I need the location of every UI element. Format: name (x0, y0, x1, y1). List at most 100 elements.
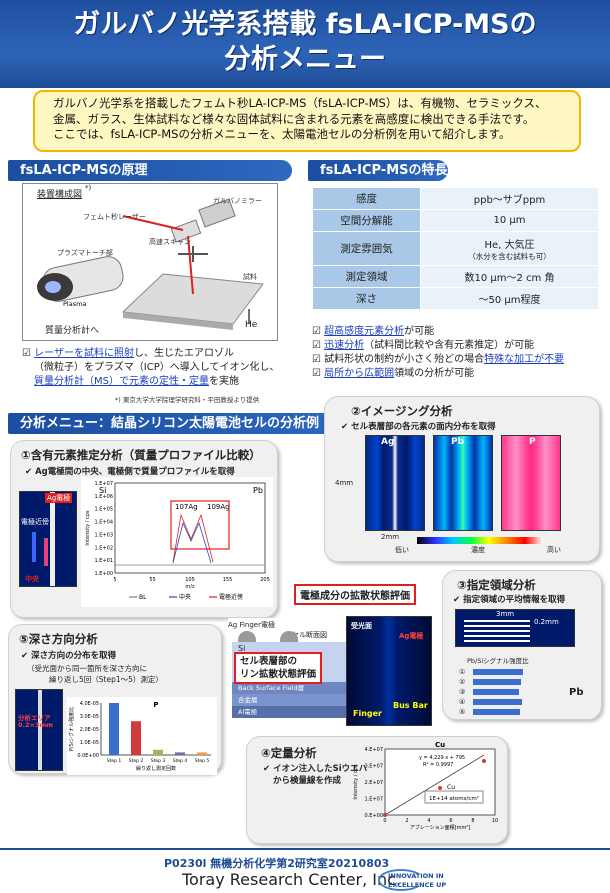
title-line1: ガルバノ光学系搭載 fsLA-ICP-MSの (73, 9, 537, 40)
y-tick-label: 1.0E-05 (80, 740, 99, 746)
desc-part: （微粒子）をプラズマ（ICP）へ導入してイオン化し、 (34, 362, 280, 373)
y-tick-label: 0.E+00 (365, 813, 383, 819)
panel-title: ③指定領域分析 (457, 578, 536, 592)
y-tick-label: 2.E+07 (365, 780, 383, 786)
y-tick-label: 1.E+00 (95, 571, 113, 577)
busbar-label: Bus Bar (393, 701, 428, 710)
region-image: 3mm 0.2mm (455, 609, 575, 647)
elem-label: P (529, 437, 536, 447)
label-sample: 試料 (243, 273, 257, 281)
x-tick-label: Step 1 (107, 758, 122, 764)
check-text: 領域の分析が可能 (394, 368, 475, 379)
data-point (438, 786, 442, 790)
cut-label: セル断面図 (292, 631, 327, 639)
y-tick-label: 1.E+03 (95, 532, 113, 538)
check-em: 局所から広範囲 (324, 368, 395, 379)
intro-line: ここでは、fsLA-ICP-MSの分析メニューを、太陽電池セルの分析例を用いて紹… (53, 127, 511, 141)
finger-bump (280, 631, 298, 642)
row-label: ① (459, 668, 466, 676)
check-em: 特殊な加工が不要 (484, 354, 565, 365)
title-line2: 分析メニュー (224, 44, 386, 75)
row-label: ⑤ (459, 708, 466, 716)
desc-part: 質量分析計（MS）で元素の定性・定量 (34, 376, 209, 387)
x-axis-label: 繰り返し測定回数 (136, 765, 176, 772)
label-center: 中央 (25, 575, 39, 583)
y-tick-label: 4.0E-05 (80, 701, 99, 707)
feature-value: ～50 μm程度 (420, 287, 599, 310)
panel-subtitle: から検量線を作成 (273, 776, 342, 786)
feature-key: 空間分解能 (312, 209, 421, 232)
list-item: ☑ 局所から広範囲領域の分析が可能 (312, 368, 475, 379)
feature-value: 10 μm (420, 209, 599, 232)
imaging-ag (365, 435, 425, 531)
alloy-layer: 合金層 (232, 694, 346, 706)
principle-header: fsLA-ICP-MSの原理 (8, 160, 292, 181)
panel-subtitle: ✔ イオン注入したSiウエハ (263, 764, 368, 774)
legend-label: 電極近傍 (219, 593, 243, 601)
check-text: 試料形状の制約が小さく殆どの場合 (324, 354, 485, 365)
y-tick-label: 4.E+07 (365, 747, 383, 753)
panel-depth: ⑤深さ方向分析 ✔ 深さ方向の分布を取得 （受光面から同一箇所を深さ方向に 繰り… (8, 624, 222, 775)
feature-key: 感度 (312, 187, 421, 210)
x-tick-label: 205 (260, 577, 270, 583)
y-tick-label: 2.0E-05 (80, 727, 99, 733)
y-axis-label: P/Siシグナル強度比 (68, 707, 75, 751)
feature-checklist: ☑ 超高感度元素分析が可能 ☑ 迅速分析（試料間比較や含有元素推定）が可能 ☑ … (312, 325, 607, 381)
panel-title: ⑤深さ方向分析 (19, 632, 98, 646)
data-point (383, 813, 387, 817)
list-item: ☑ 超高感度元素分析が可能 (312, 326, 435, 337)
height-label: 4mm (335, 479, 354, 487)
surface-line: リン拡散状態評価 (240, 669, 317, 680)
principle-description: ☑ レーザーを試料に照射し、生じたエアロゾル （微粒子）をプラズマ（ICP）へ導… (22, 348, 280, 387)
x-tick-label: 55 (149, 577, 155, 583)
box-value: 1E+14 atoms/cm² (429, 795, 479, 802)
label-plasma: Plasma (63, 300, 87, 308)
panel-imaging: ②イメージング分析 ✔ セル表層部の各元素の面内分布を取得 4mm Ag Pb … (324, 396, 600, 562)
photo-surface-image: 受光面 Ag電極 Finger Bus Bar (346, 616, 432, 726)
feature-value: He, 大気圧（水分を含む試料も可） (420, 231, 599, 266)
near-mark (32, 532, 36, 562)
x-tick-label: Step 2 (129, 758, 144, 764)
y-tick-label: 1.E+01 (95, 558, 113, 564)
feature-value: ppb～サブppm (420, 187, 599, 210)
credit: *) 東京大学大学院理学研究科・平田教授より提供 (115, 396, 260, 404)
y-tick-label: 1.E+06 (95, 494, 113, 500)
x-tick-label: Step 3 (151, 758, 166, 764)
label-ag-electrode: Ag電極 (45, 493, 73, 503)
electrode-image (19, 491, 77, 587)
plot-bg (67, 697, 217, 775)
label-galvano: ガルバノミラー (213, 197, 262, 205)
y-axis-label: Intensity / cps (353, 764, 359, 800)
feature-key: 深さ (312, 287, 421, 310)
surface-line: セル表層部の (240, 656, 298, 667)
step-label: 0.2mm (534, 618, 559, 626)
row-label: ③ (459, 688, 466, 696)
chart-title: Pb/Siシグナル強度比 (467, 657, 529, 665)
bsf-layer: Back Surface Field層 (232, 682, 346, 694)
electrode-line (50, 492, 55, 586)
footer-code: P0230l 無機分析化学第2研究室20210803 (164, 857, 390, 870)
panel-subtitle: ✔ セル表層部の各元素の面内分布を取得 (341, 422, 496, 432)
area-size: 0.2×3mm (18, 721, 54, 729)
label-laser: フェムト秒レーザー (83, 213, 146, 221)
panel-subtitle: ✔ Ag電極間の中央、電極側で質量プロファイルを取得 (25, 467, 235, 477)
x-tick-label: 6 (449, 818, 452, 824)
data-point (482, 759, 486, 763)
check-em: 超高感度元素分析 (324, 326, 405, 337)
x-tick-label: 10 (492, 818, 498, 824)
surface-eval-box: セル表層部の リン拡散状態評価 (234, 652, 323, 684)
list-item: ☑ 迅速分析（試料間比較や含有元素推定）が可能 (312, 340, 535, 351)
label-scan: 高速スキャン (149, 238, 191, 246)
x-tick-label: 5 (113, 577, 116, 583)
imaging-p (501, 435, 561, 531)
feature-key: 測定雰囲気 (312, 231, 421, 266)
feature-key: 測定領域 (312, 265, 421, 288)
x-axis-label: m/z (185, 584, 195, 590)
y-tick-label: 0.0E+00 (77, 753, 99, 759)
instrument-diagram: 装置構成図 *) ガルバノミラー フェムト秒レーザー 高速スキャン プラズマトー… (22, 183, 278, 341)
desc-part: し、生じたエアロゾル (133, 348, 234, 359)
panel-subtitle: ✔ 指定領域の平均情報を取得 (453, 595, 566, 605)
diagram-title: 装置構成図 (37, 190, 83, 200)
elem-label: P (153, 701, 158, 709)
panel-title: ①含有元素推定分析（質量プロファイル比較） (21, 448, 261, 462)
